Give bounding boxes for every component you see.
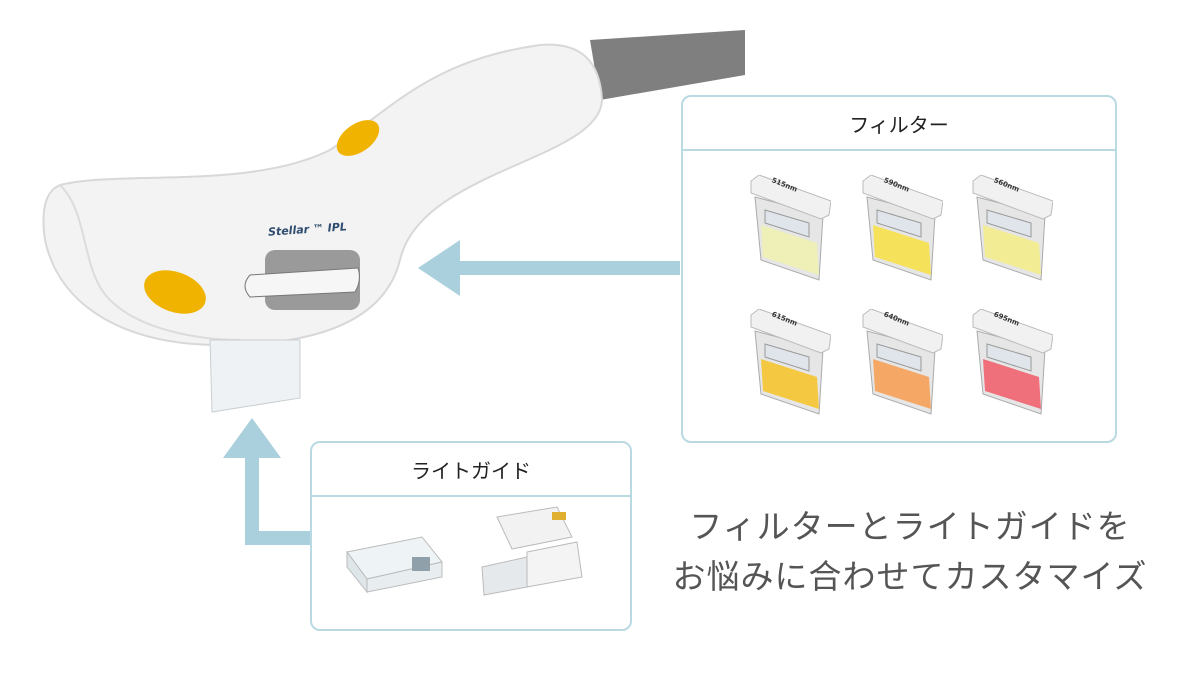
caption-line-2: お悩みに合わせてカスタマイズ [672,557,1148,596]
filter-glass [761,359,819,409]
filter-cartridge: 515nm [749,175,831,281]
caption-line-1: フィルターとライトガイドを [689,507,1131,546]
light-guide-panel: ライトガイド [310,441,632,631]
arrow-guide [223,418,310,545]
handpiece-button [336,120,380,156]
filter-cartridge: 615nm [749,309,831,415]
caption: フィルターとライトガイドを お悩みに合わせてカスタマイズ [640,502,1180,602]
arrow-filter [418,240,680,296]
filter-panel: フィルター 515nm 590nm 560nm 615nm 640nm 695n… [681,95,1117,443]
filter-cartridge: 695nm [971,309,1053,415]
filter-cartridge: 590nm [861,175,943,281]
light-guide-tip [481,506,583,596]
filter-panel-title: フィルター [683,97,1115,151]
cable [590,30,745,100]
handpiece-button [144,270,206,314]
filter-glass [761,225,819,275]
light-guide-tip [209,339,301,413]
filter-glass [873,225,931,275]
filter-glass [983,359,1041,409]
filter-cartridge: 560nm [971,175,1053,281]
handpiece-body [42,43,604,347]
filter-cartridge: 640nm [861,309,943,415]
light-guide-panel-title: ライトガイド [312,443,630,497]
light-guide-images [346,506,583,596]
light-guide-flat [346,536,443,594]
filter-glass [873,359,931,409]
filter-glass [983,225,1041,275]
